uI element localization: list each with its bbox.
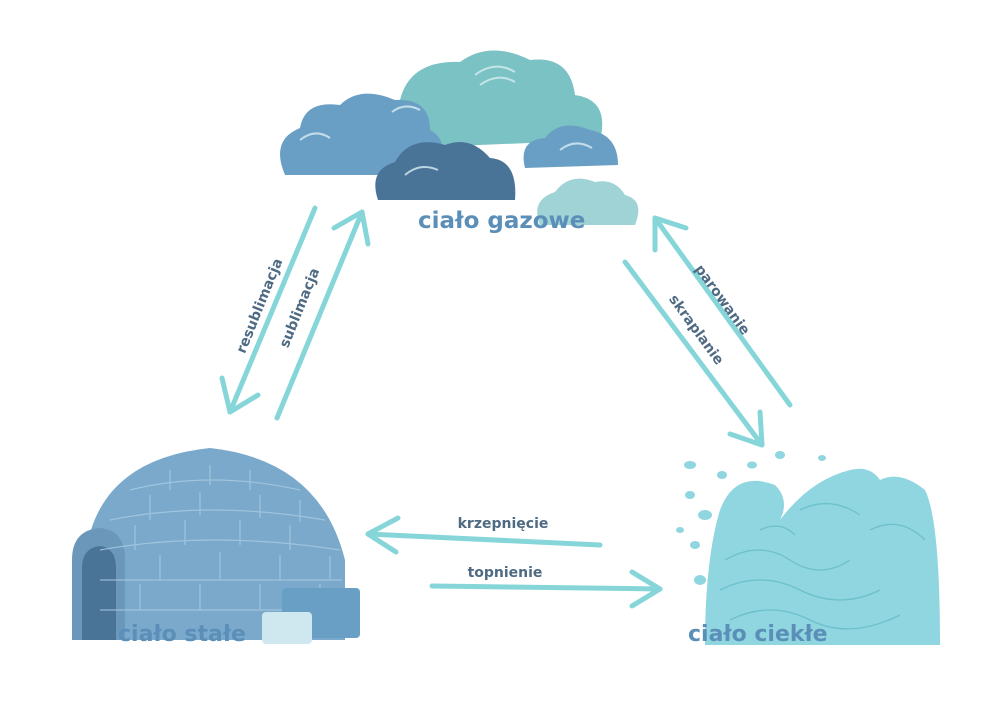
cloud-dark-front: [375, 141, 516, 200]
wave-illustration: [676, 451, 940, 645]
arrow-evaporation: [652, 215, 793, 408]
igloo-door: [82, 546, 116, 640]
wave-body: [705, 468, 940, 645]
label-freezing: krzepnięcie: [457, 516, 549, 532]
clouds-illustration: [280, 50, 639, 225]
water-droplets: [676, 451, 826, 585]
arrow-freezing: [365, 515, 603, 555]
label-melting: topnienie: [467, 565, 543, 581]
node-label-solid: ciało stałe: [118, 622, 246, 647]
igloo-illustration: [72, 448, 360, 644]
cloud-teal-small: [537, 178, 639, 225]
arrow-condensation: [622, 259, 765, 448]
ice-block-small: [262, 612, 312, 644]
cloud-blue-right: [523, 125, 618, 168]
arrow-melting: [429, 569, 663, 609]
node-label-liquid: ciało ciekłe: [688, 622, 828, 647]
node-label-gas: ciało gazowe: [418, 208, 586, 234]
arrow-sublimation: [274, 209, 371, 421]
arrow-resublimation: [219, 205, 318, 415]
transition-arrows: [219, 205, 793, 609]
